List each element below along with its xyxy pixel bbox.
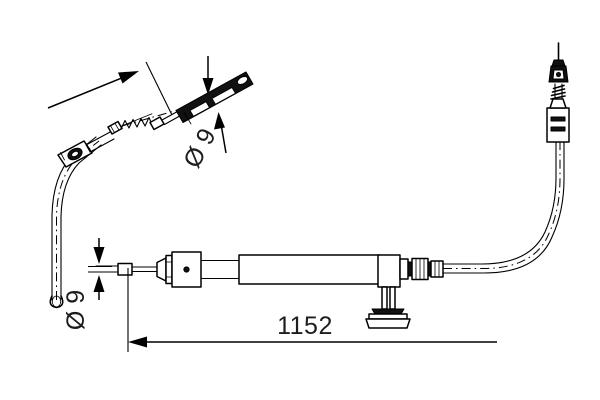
right-spring-boot — [550, 83, 566, 100]
diameter-lower-text: Ø 9 — [62, 290, 90, 330]
right-clevis-end — [548, 42, 569, 83]
lower-thickness-arrows — [88, 238, 112, 300]
overall-length-text: 1152 — [277, 312, 333, 340]
main-sleeve — [238, 254, 381, 285]
diameter-label-lower: Ø 9 — [62, 290, 90, 330]
lower-tube-left — [200, 259, 240, 280]
upper-leader-arrow — [47, 61, 173, 116]
overall-length-dimension: 1152 — [127, 268, 497, 352]
upper-thickness-arrows — [202, 56, 227, 154]
lower-ferrule-and-block — [156, 251, 202, 288]
right-sheath-curve — [442, 131, 565, 274]
upper-terminal-blade — [175, 71, 254, 125]
t-mounting-bracket — [365, 254, 411, 329]
upper-branch-sheath — [85, 130, 115, 153]
right-cylindrical-fitting — [546, 98, 570, 143]
right-ferrule-connector — [399, 257, 444, 281]
